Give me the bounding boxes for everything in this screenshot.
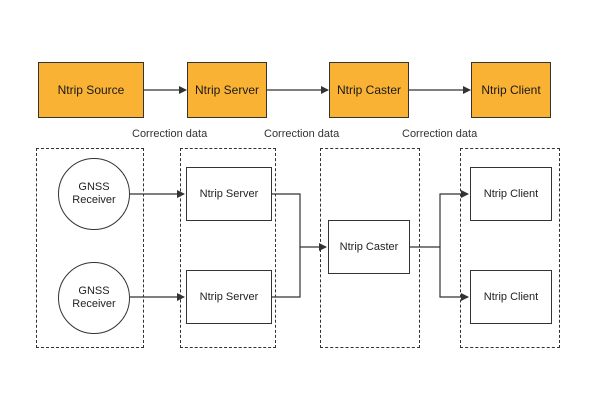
receiver-group xyxy=(36,148,144,348)
ntrip-client-box-2: Ntrip Client xyxy=(470,270,552,324)
ntrip-client-box-1: Ntrip Client xyxy=(470,167,552,221)
caster-group xyxy=(320,148,420,348)
ntrip-caster-box: Ntrip Caster xyxy=(328,220,410,274)
gnss-receiver-2: GNSS Receiver xyxy=(58,262,130,334)
arrow-server1-to-caster xyxy=(272,193,327,251)
gnss-receiver-1: GNSS Receiver xyxy=(58,158,130,230)
ntrip-source-node: Ntrip Source xyxy=(38,62,144,118)
gnss-receiver-2-label: GNSS Receiver xyxy=(72,285,116,310)
edge-label-correction-data: Correction data xyxy=(402,128,478,140)
arrow-caster-to-client1 xyxy=(410,190,469,248)
ntrip-client-node: Ntrip Client xyxy=(471,62,551,118)
client-group xyxy=(460,148,560,348)
edge-label-correction-data: Correction data xyxy=(132,128,208,140)
edge-label-correction-data: Correction data xyxy=(264,128,340,140)
arrow-caster-to-client2 xyxy=(439,247,469,301)
ntrip-server-box-1: Ntrip Server xyxy=(186,167,272,221)
arrow-server2-to-caster xyxy=(272,247,301,298)
ntrip-caster-node: Ntrip Caster xyxy=(329,62,409,118)
server-group xyxy=(180,148,276,348)
ntrip-server-node: Ntrip Server xyxy=(187,62,267,118)
ntrip-server-box-2: Ntrip Server xyxy=(186,270,272,324)
gnss-receiver-1-label: GNSS Receiver xyxy=(72,181,116,206)
